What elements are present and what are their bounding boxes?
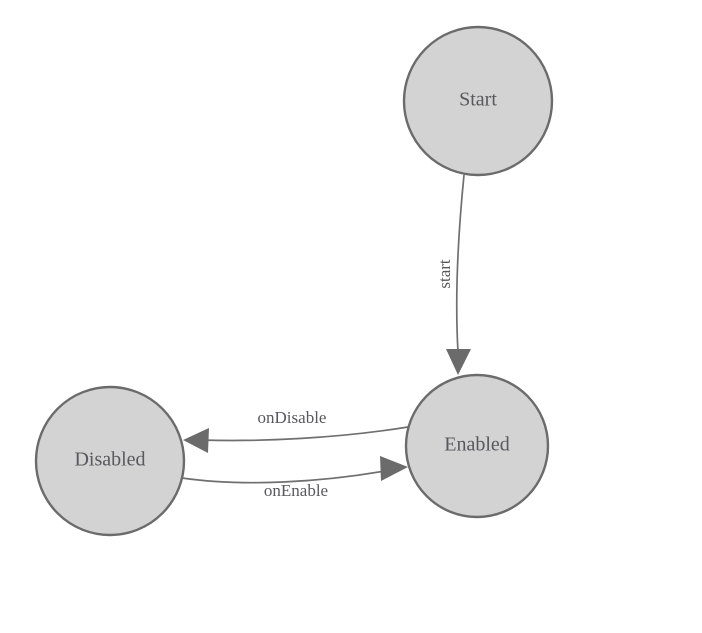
- state-node-start-label: Start: [459, 89, 497, 111]
- state-node-disabled-label: Disabled: [74, 449, 145, 471]
- edge-enabled-to-disabled-arrowhead-icon: [183, 428, 209, 453]
- edge-start-to-enabled-path: [455, 174, 465, 353]
- edge-label-start: start: [435, 259, 454, 289]
- edge-disabled-to-enabled-arrowhead-icon: [380, 456, 408, 481]
- state-node-start[interactable]: Start: [402, 25, 554, 177]
- edge-start-to-enabled[interactable]: start: [435, 174, 471, 375]
- edge-disabled-to-enabled[interactable]: onEnable: [181, 456, 408, 500]
- state-node-enabled-label: Enabled: [444, 434, 510, 456]
- edge-disabled-to-enabled-path: [181, 470, 386, 484]
- state-node-start-circle: [402, 25, 554, 177]
- nodes-layer: Start Enabled Disabled: [34, 25, 554, 537]
- state-node-disabled-circle: [34, 385, 186, 537]
- edge-label-onenable: onEnable: [264, 481, 328, 500]
- state-node-enabled-circle: [404, 373, 550, 519]
- state-node-enabled[interactable]: Enabled: [404, 373, 550, 519]
- edges-layer: start onDisable onEnable: [181, 174, 471, 500]
- state-node-disabled[interactable]: Disabled: [34, 385, 186, 537]
- edge-start-to-enabled-arrowhead-icon: [446, 349, 471, 375]
- edge-enabled-to-disabled-path: [199, 426, 409, 442]
- edge-enabled-to-disabled[interactable]: onDisable: [183, 408, 409, 453]
- edge-label-ondisable: onDisable: [258, 408, 327, 427]
